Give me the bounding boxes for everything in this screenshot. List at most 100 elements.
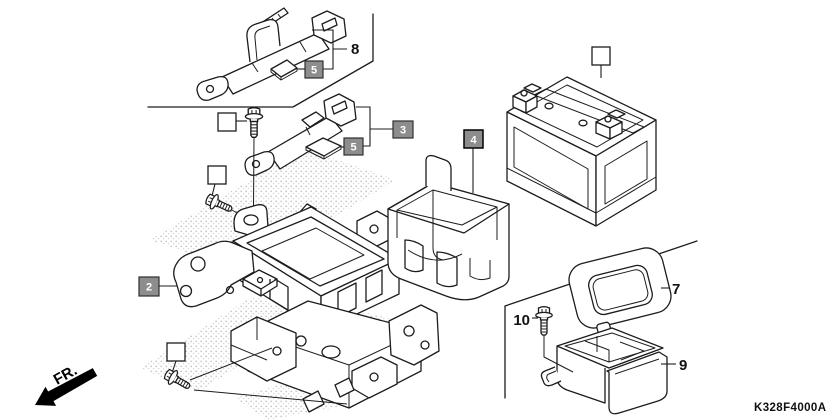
bracket-bottom-tab-1	[302, 390, 325, 413]
bolt-a	[244, 106, 264, 139]
battery-step-line	[506, 167, 657, 214]
callout-box-stay-b-rect[interactable]	[392, 120, 414, 139]
bolt-b-spec-box	[207, 165, 227, 185]
callout-box-battery-box[interactable]: 4	[463, 129, 484, 149]
bracket-boss-hole	[256, 276, 264, 284]
stay-a-clamp-outer	[246, 19, 281, 63]
case-front-flap-line	[614, 358, 660, 375]
bolt-c-spec-box	[166, 342, 186, 362]
bracket-left-ear-hole-1	[190, 256, 206, 272]
battery-part	[506, 76, 657, 227]
front-arrow-icon	[35, 368, 98, 406]
bracket-right-plate	[388, 304, 440, 366]
bolt-10-axis-line	[543, 335, 574, 373]
bracket-left-ear-hole-2	[179, 284, 193, 298]
stay-b-part	[244, 93, 357, 176]
case-rim-inner	[564, 332, 656, 363]
front-direction-indicator: FR.	[35, 362, 98, 406]
battery-box-back-tab	[425, 154, 452, 191]
bracket-wall-cutout-2	[365, 269, 383, 303]
stipple-band-upper	[150, 148, 396, 272]
battery-box-recess	[469, 258, 491, 281]
stay-a-bar	[221, 32, 330, 95]
bolt-a-spec-box	[217, 112, 237, 132]
bracket-left-block-lines	[230, 317, 268, 361]
battery-terminal-left-bolt	[520, 89, 528, 97]
diagram-code: K328F4000A	[754, 402, 826, 414]
bracket-right-plate-hole-1	[403, 325, 415, 337]
bracket-upper-ear-hole	[243, 214, 259, 226]
bracket-upper-ear	[233, 204, 269, 237]
case-part	[540, 327, 668, 415]
battery-terminal-right	[595, 109, 626, 140]
battery-box-cutout-2	[436, 251, 458, 288]
callout-label-case[interactable]: 9	[679, 357, 687, 374]
stay-b-bend-line	[305, 126, 311, 136]
stay-b-bar	[267, 115, 343, 170]
callout-line-8	[312, 29, 347, 70]
battery-box-rim-outer	[387, 182, 510, 234]
battery-spec-box	[591, 46, 611, 66]
pad-b-part	[305, 137, 342, 160]
leader-bolt-b	[211, 183, 216, 197]
stay-a-bend-line2	[299, 41, 307, 53]
bracket-floor	[261, 227, 365, 280]
callout-label-battery-box[interactable]: 4	[470, 135, 477, 147]
stay-a-foot	[196, 75, 229, 101]
bracket-casting-hole-2	[272, 346, 282, 356]
stay-a-part	[196, 7, 347, 101]
bolt-c-axis-lines	[189, 347, 348, 405]
bracket-boss	[242, 269, 278, 297]
callout-label-bolt[interactable]: 10	[513, 312, 530, 329]
bracket-casting-boss	[321, 345, 341, 359]
callout-label-pad-a[interactable]: 5	[311, 65, 317, 77]
callout-box-stay-b[interactable]: 3	[392, 120, 414, 139]
callout-label-lid[interactable]: 7	[672, 281, 680, 298]
callout-label-pad-b[interactable]: 5	[350, 142, 356, 154]
battery-vent-1	[544, 102, 554, 110]
bracket-bottom-tab-2	[334, 377, 355, 398]
bracket-right-flange-hole	[369, 224, 379, 234]
stay-a-bend-line	[251, 62, 259, 73]
battery-box-interior	[396, 190, 498, 261]
case-handle-inner	[546, 370, 557, 383]
callout-label-stay-a[interactable]: 8	[351, 41, 359, 58]
stay-a-tab-slot	[321, 17, 338, 32]
case-front-flap	[606, 351, 668, 415]
stay-b-foot-hole	[251, 159, 261, 169]
callout-line-3	[356, 106, 393, 147]
stay-a-clamp-inner	[254, 25, 271, 61]
battery-terminal-left	[512, 83, 542, 114]
battery-front-recess	[513, 126, 589, 210]
bracket-left-ear-hole-3	[225, 285, 235, 295]
case-handle	[540, 366, 562, 387]
callout-label-bracket[interactable]: 2	[146, 282, 152, 294]
lid-part	[568, 247, 672, 343]
lid-recess	[592, 269, 649, 311]
battery-top-strip	[533, 88, 645, 134]
battery-side-recess	[604, 140, 648, 205]
stay-b-tab-slot	[331, 100, 348, 115]
battery-vent-2	[578, 119, 588, 127]
callout-label-stay-b[interactable]: 3	[400, 125, 406, 137]
battery-box-part	[387, 154, 510, 301]
callout-box-pad-a[interactable]: 5	[304, 60, 324, 79]
pad-b-side	[305, 146, 342, 160]
pad-a-side	[270, 68, 298, 81]
battery-top-inset	[520, 84, 644, 148]
battery-right-face	[595, 119, 657, 227]
bracket-casting-hole-1	[295, 335, 307, 347]
callout-box-pad-b[interactable]: 5	[343, 137, 364, 156]
case-interior	[584, 336, 645, 362]
stay-a-foot-hole	[205, 84, 215, 94]
callout-box-bracket[interactable]: 2	[138, 276, 160, 297]
bracket-rim-inner	[246, 216, 385, 287]
case-rim-outer	[556, 327, 664, 369]
stay-b-flange	[301, 111, 325, 128]
bolt-10	[535, 306, 553, 336]
bracket-lower-flange-hole	[369, 372, 379, 382]
zone-separator-top	[147, 13, 374, 108]
pad-a-part	[270, 59, 298, 81]
battery-box-cutout-1	[404, 239, 424, 273]
